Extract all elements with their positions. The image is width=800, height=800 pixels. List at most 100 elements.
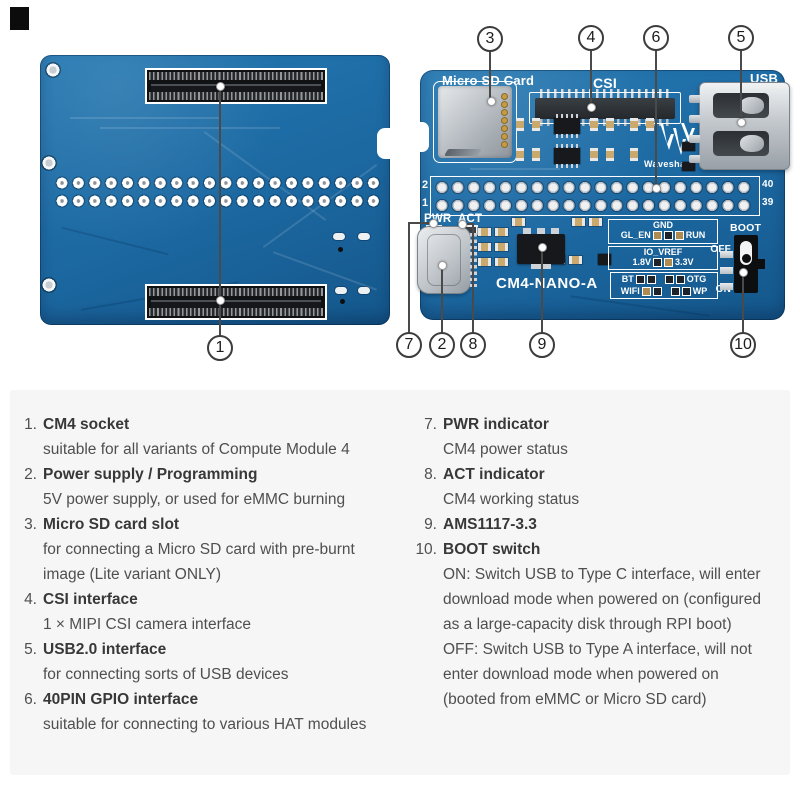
usb-pin [689, 135, 700, 143]
leader-dot [216, 82, 225, 91]
transistor [682, 162, 695, 171]
callout-9: 9 [529, 332, 555, 358]
leader-dot [216, 296, 225, 305]
mounting-hole [41, 155, 57, 171]
leader-line-7 [408, 222, 434, 224]
ic-chip [554, 144, 580, 168]
legend-column-left: 1. CM4 socket suitable for all variants … [11, 412, 403, 737]
wifi-label: WIFI [620, 286, 640, 296]
item-title: USB2.0 interface [43, 641, 167, 658]
model-silkscreen: CM4-NANO-A [496, 275, 598, 292]
item-desc: 1 × MIPI CSI camera interface [43, 616, 252, 633]
legend-panel: 1. CM4 socket suitable for all variants … [10, 390, 790, 775]
bt-label: BT [621, 274, 634, 284]
resistor [478, 228, 491, 236]
item-title: CSI interface [43, 591, 138, 608]
gpio-pin-row-even [434, 179, 752, 196]
solder-pad [335, 287, 347, 294]
item-desc: CM4 working status [443, 491, 580, 508]
legend-item-7: 7. PWR indicator CM4 power status [411, 412, 789, 462]
item-number: 6. [24, 691, 37, 708]
usb-c-port [417, 226, 477, 294]
connector-slot [151, 81, 321, 92]
csi-label: CSI [593, 75, 617, 91]
connector-slot [151, 297, 321, 308]
sd-gold-contacts [502, 94, 507, 147]
leader-dot [429, 219, 438, 228]
callout-5: 5 [728, 25, 754, 51]
leader-line-7 [408, 222, 410, 333]
solder-pad [358, 287, 370, 294]
cm4-board-connector-bottom [145, 284, 327, 320]
resistor [630, 148, 638, 161]
jumper [646, 275, 656, 284]
legend-item-2: 2. Power supply / Programming 5V power s… [11, 462, 403, 512]
jumper [663, 231, 673, 240]
resistor [572, 218, 585, 226]
item-desc: for connecting sorts of USB devices [43, 666, 289, 683]
waveshare-text: Waveshare [644, 159, 695, 169]
jumper-block-bt-wifi: BT OTG WIFI WP [610, 272, 718, 299]
csi-connector [529, 89, 681, 126]
jumper-block-run: GND GL_EN RUN [608, 219, 718, 244]
legend-item-5: 5. USB2.0 interface for connecting sorts… [11, 637, 403, 687]
legend-item-6: 6. 40PIN GPIO interface suitable for con… [11, 687, 403, 737]
gnd-label: GND [653, 220, 673, 230]
resistor [516, 148, 524, 161]
jumper [653, 258, 662, 267]
legend-item-1: 1. CM4 socket suitable for all variants … [11, 412, 403, 462]
off-label: OFF [710, 244, 731, 255]
resistor [606, 148, 614, 161]
callout-4: 4 [578, 25, 604, 51]
connector-pins [149, 92, 323, 100]
item-title: PWR indicator [443, 416, 549, 433]
trace [100, 127, 280, 129]
usb-pin [689, 115, 700, 123]
item-number: 4. [24, 591, 37, 608]
leader-line-4 [590, 51, 592, 108]
item-desc: as a large-capacity disk through RPI boo… [443, 616, 732, 633]
corner-mark [10, 7, 29, 30]
gpio-pin2-label: 2 [422, 179, 429, 191]
callout-1: 1 [207, 335, 233, 361]
trace [470, 168, 560, 170]
solder-pad [333, 233, 345, 240]
item-number: 5. [24, 641, 37, 658]
usb-slot [713, 131, 769, 156]
item-number: 8. [424, 466, 437, 483]
boot-switch [720, 235, 765, 293]
item-desc: CM4 power status [443, 441, 568, 458]
resistor [495, 243, 508, 251]
jumper-block-vref: IO_VREF 1.8V 3.3V [608, 246, 718, 270]
item-number: 7. [424, 416, 437, 433]
usb-pin [689, 95, 700, 103]
item-desc: enter download mode when powered on [443, 666, 719, 683]
connector-pins [149, 308, 323, 316]
jumper [652, 287, 662, 296]
switch-nub [757, 259, 765, 269]
resistor [495, 228, 508, 236]
item-number: 1. [24, 416, 37, 433]
leader-line-2 [441, 264, 443, 333]
item-title: AMS1117-3.3 [443, 516, 537, 533]
ic-chip [598, 254, 611, 265]
legend-column-right: 7. PWR indicator CM4 power status 8. ACT… [411, 412, 789, 712]
item-number: 3. [24, 516, 37, 533]
chip-pin [523, 228, 531, 234]
item-number: 2. [24, 466, 37, 483]
mounting-hole [41, 277, 57, 293]
leader-line-6 [655, 51, 657, 189]
via-dot [340, 299, 345, 304]
legend-item-10: 10. BOOT switch ON: Switch USB to Type C… [411, 537, 789, 712]
item-desc: ON: Switch USB to Type C interface, will… [443, 566, 761, 583]
gpio-pads-row [54, 175, 382, 191]
pcb-back-view [40, 55, 392, 325]
leader-line-10 [742, 271, 744, 333]
item-desc: suitable for all variants of Compute Mod… [43, 441, 350, 458]
boot-label: BOOT [730, 222, 762, 234]
resistor [532, 148, 540, 161]
gl-en-label: GL_EN [620, 230, 651, 240]
jumper [681, 287, 691, 296]
item-title: BOOT switch [443, 541, 541, 558]
